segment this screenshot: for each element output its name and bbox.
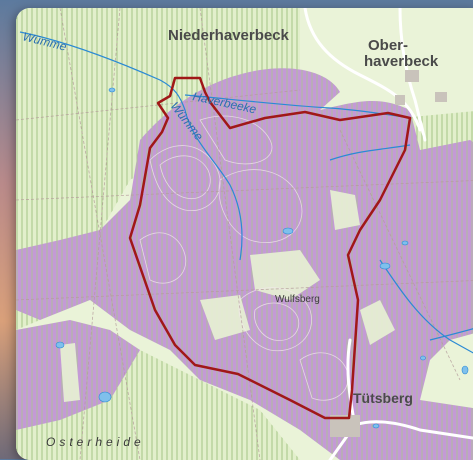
clearing — [330, 190, 360, 230]
hill-label-wulfsberg: Wulfsberg — [275, 294, 320, 305]
clearing — [360, 300, 395, 345]
ponds — [55, 87, 469, 429]
place-label-oberhaverbeck-line1: Ober- — [368, 37, 408, 54]
place-label-niederhaverbeck: Niederhaverbeck — [168, 27, 290, 44]
area-label-osterheide: Osterheide — [46, 435, 145, 449]
clearing — [200, 295, 250, 340]
heath-area — [16, 320, 140, 430]
protected-area-boundary[interactable] — [128, 76, 412, 420]
place-label-tutsberg: Tütsberg — [353, 390, 413, 406]
clearing — [60, 343, 80, 402]
heath-area — [16, 68, 473, 460]
topographic-map[interactable]: Niederhaverbeck Ober- haverbeck Wümme Wü… — [16, 8, 473, 460]
place-label-oberhaverbeck-line2: haverbeck — [364, 53, 439, 70]
tracks — [16, 8, 473, 460]
map-frame[interactable]: Niederhaverbeck Ober- haverbeck Wümme Wü… — [16, 8, 473, 460]
buildings — [330, 70, 447, 437]
heath-area — [230, 70, 330, 110]
